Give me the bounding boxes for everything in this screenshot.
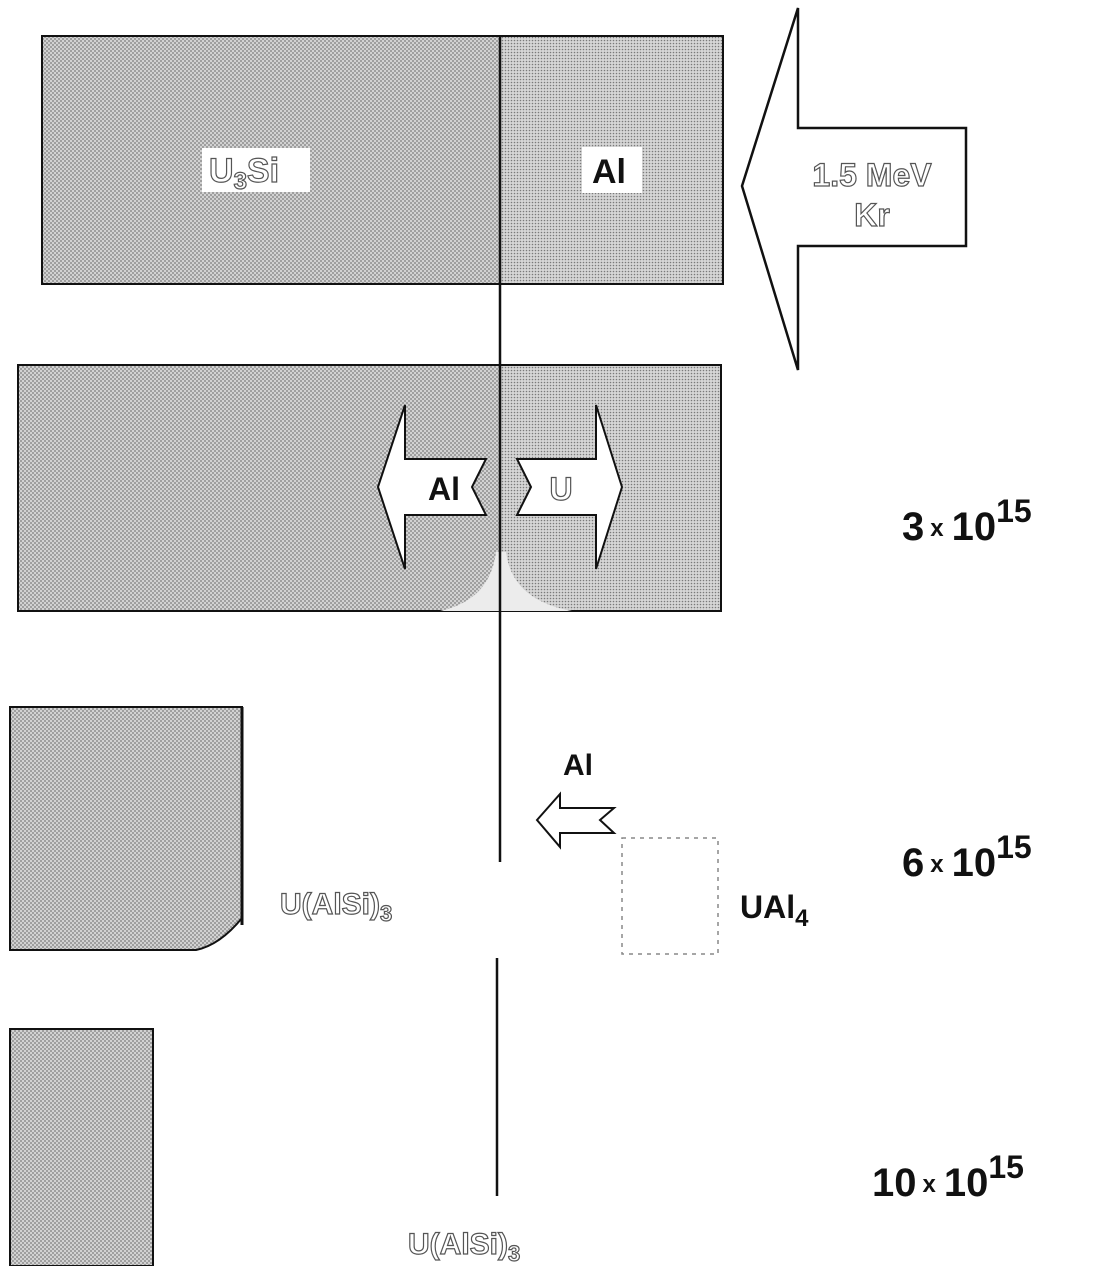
u-diffusion-label: U — [549, 471, 572, 507]
stage4-left-block — [10, 1029, 153, 1266]
stage1-couple: U3Si Al — [42, 36, 723, 284]
beam-energy-label: 1.5 MeV — [812, 157, 932, 193]
ual4-region — [622, 838, 718, 954]
stage4-phase-label: U(AlSi)3 — [408, 1228, 520, 1266]
al-diffusion-label: Al — [428, 471, 460, 507]
stage4: U(AlSi)3 — [10, 1029, 520, 1266]
stage3-left-block — [10, 707, 242, 950]
beam-ion-label: Kr — [854, 197, 890, 233]
stage3-phase-left-label: U(AlSi)3 — [280, 888, 392, 926]
stage3-al-label: Al — [563, 749, 593, 782]
al-label: Al — [592, 153, 626, 191]
stage3-al-arrow — [537, 794, 614, 847]
stage2-couple: Al U — [18, 365, 721, 611]
kr-beam-arrow: 1.5 MeV Kr — [742, 8, 966, 370]
ual4-label: UAl4 — [740, 889, 809, 932]
stage3: U(AlSi)3 Al UAl4 — [10, 707, 809, 954]
